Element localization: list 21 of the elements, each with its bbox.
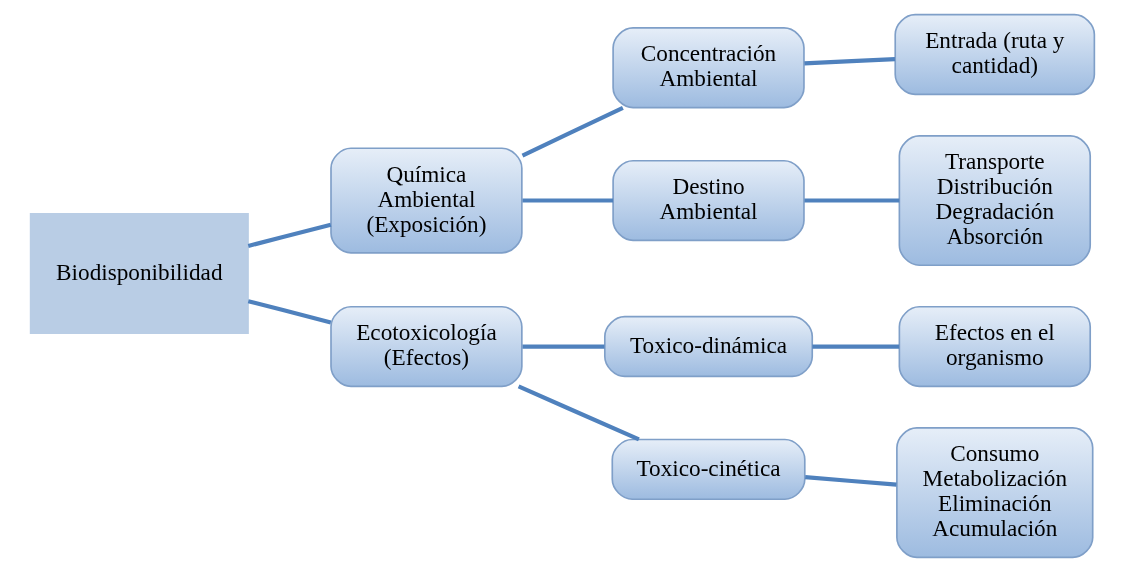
node-box: Química Ambiental (Exposición) [329, 147, 523, 254]
node-box: Entrada (ruta y cantidad) [893, 13, 1095, 96]
node-box: Concentración Ambiental [611, 27, 805, 109]
connector [517, 384, 640, 442]
connector [804, 475, 897, 487]
connector [803, 57, 895, 66]
connector [811, 344, 899, 349]
node-box: Biodisponibilidad [29, 213, 249, 335]
node-box: Toxico-cinética [610, 438, 806, 501]
connector [803, 198, 899, 203]
connector [521, 344, 604, 349]
node-box: Transporte Distribución Degradación Absorción [898, 135, 1091, 267]
connector [247, 299, 331, 325]
node-box: Efectos en el organismo [898, 305, 1091, 388]
node-box: Consumo Metabolización Eliminación Acumulación [895, 427, 1094, 559]
node-box: Ecotoxicología (Efectos) [329, 305, 523, 388]
connector [521, 105, 624, 158]
connector [521, 198, 613, 203]
node-box: Toxico-dinámica [603, 315, 813, 378]
node-box: Destino Ambiental [611, 159, 805, 242]
connector [247, 222, 331, 248]
